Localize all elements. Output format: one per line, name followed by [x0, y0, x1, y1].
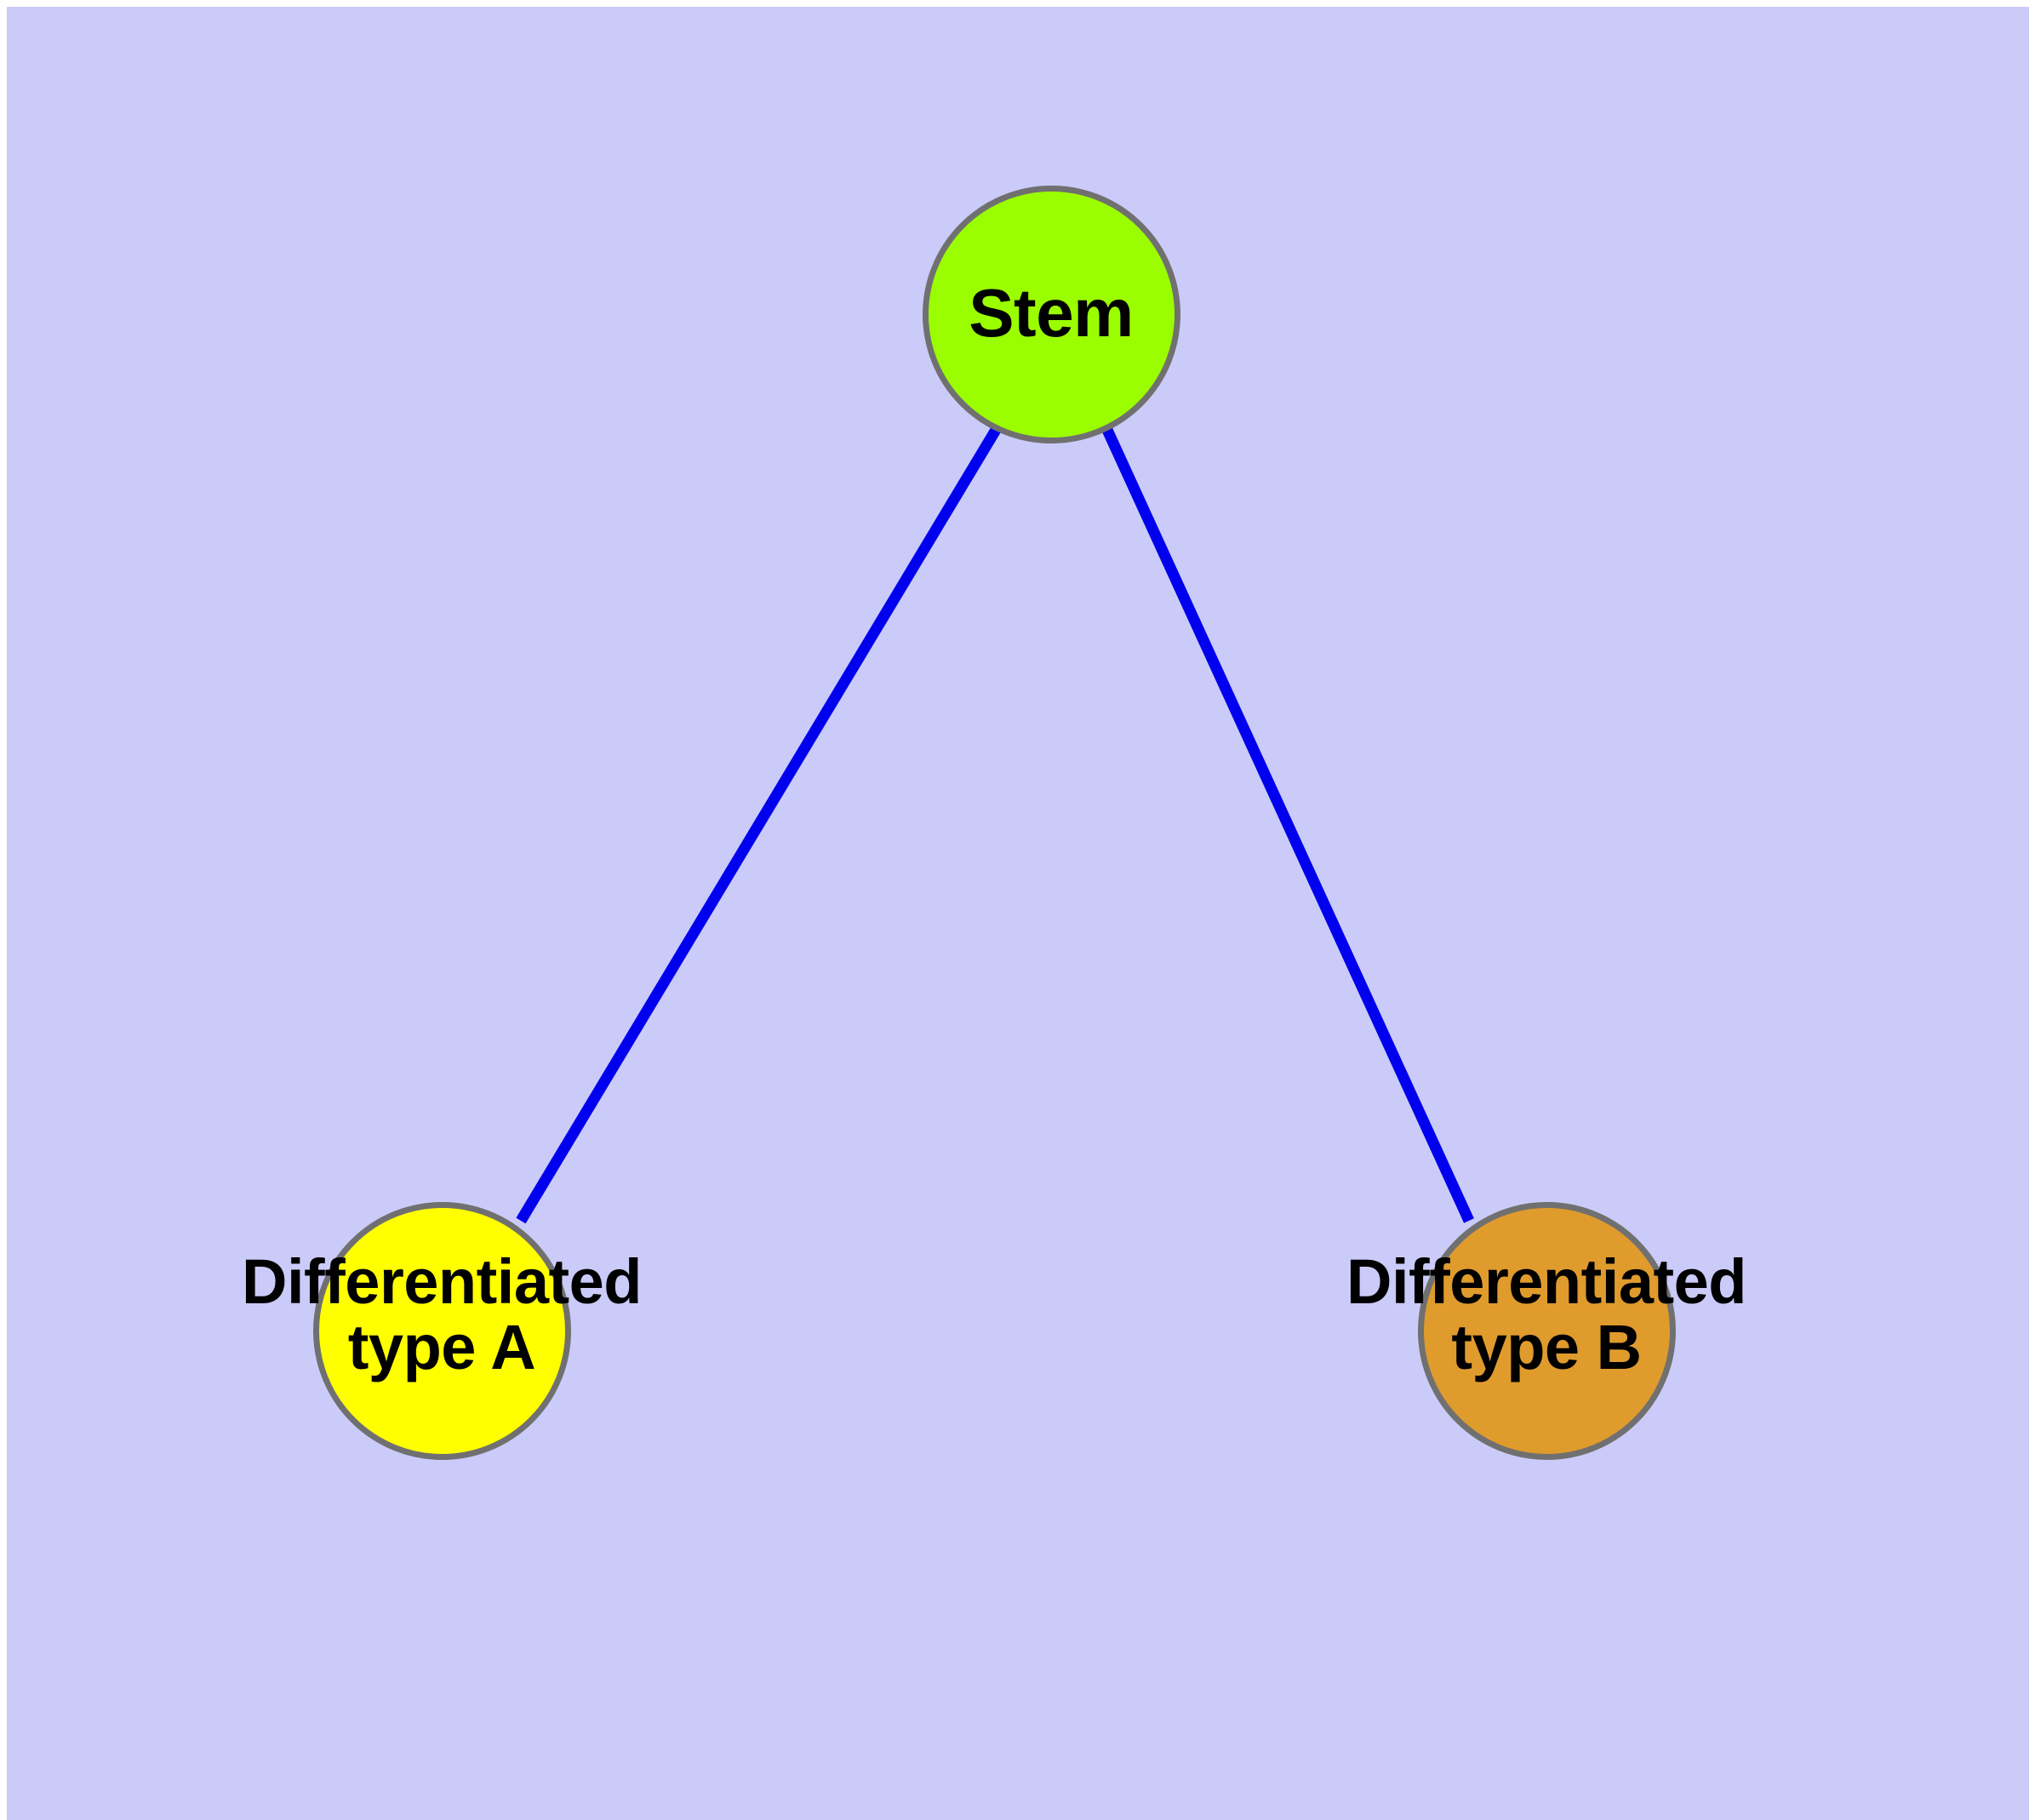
node-differentiated-type-a[interactable]	[313, 1202, 571, 1460]
node-differentiated-type-b[interactable]	[1418, 1202, 1676, 1460]
edge-stem-to-differentiated-type-b[interactable]	[1102, 427, 1474, 1223]
node-stem[interactable]	[923, 186, 1180, 444]
edge-stem-to-differentiated-type-a[interactable]	[516, 426, 1001, 1224]
